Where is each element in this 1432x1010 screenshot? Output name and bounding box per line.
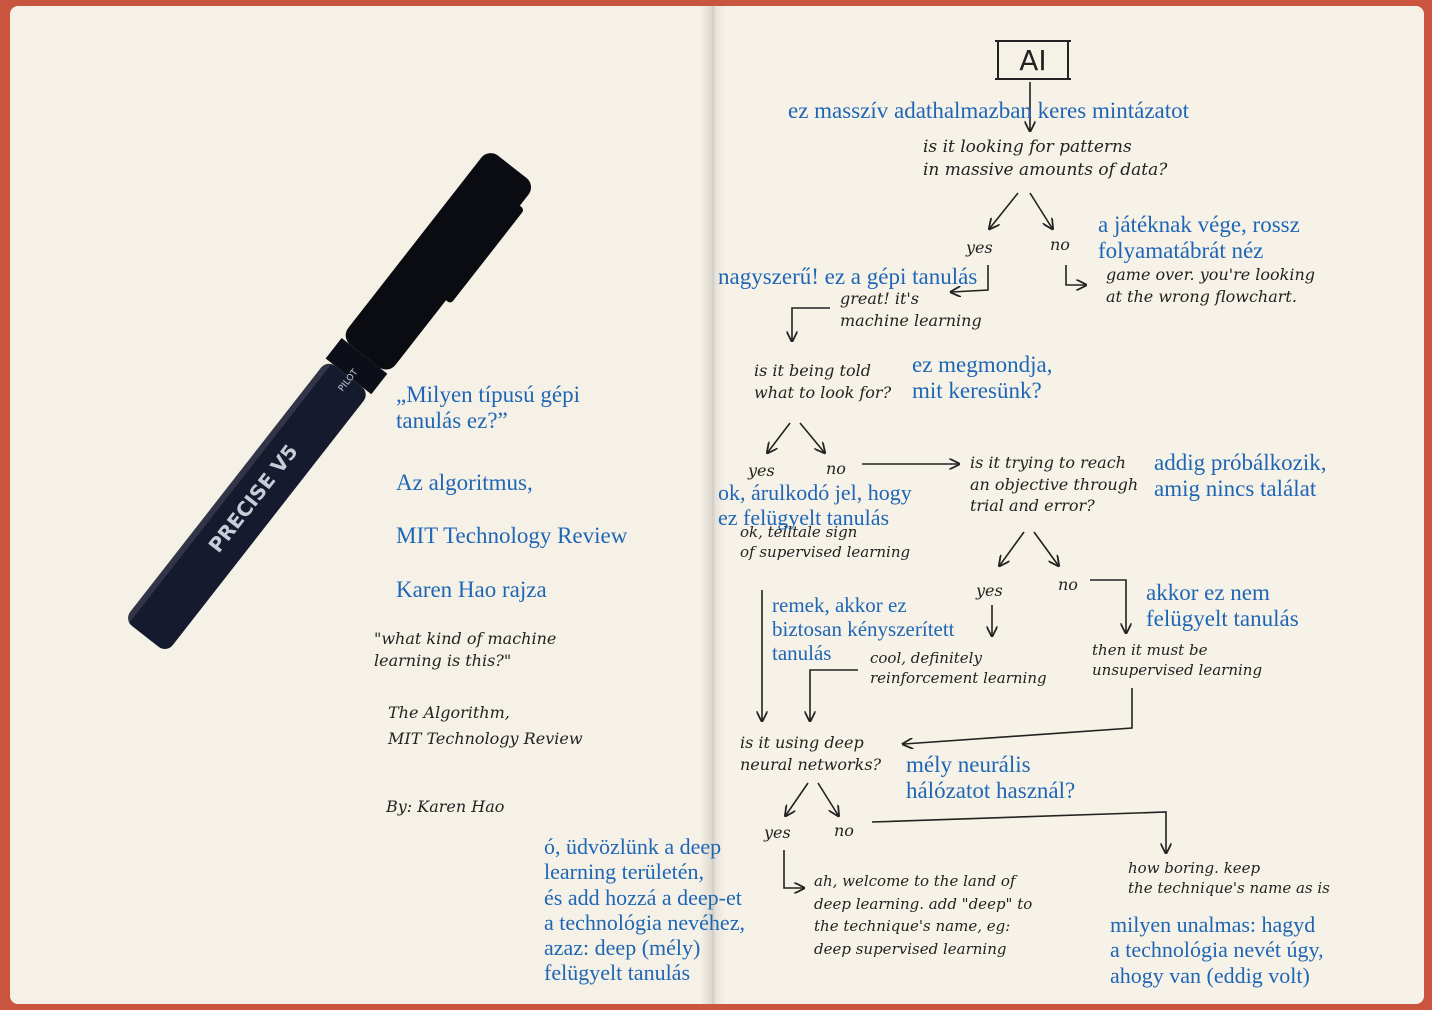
translation-credit-author: Karen Hao rajza — [396, 577, 547, 602]
edge-no-1: no — [1050, 235, 1070, 254]
edge-no-4: no — [834, 821, 854, 840]
translation-trial: addig próbálkozik, amig nincs találat — [1154, 450, 1327, 502]
root-label: AI — [1019, 43, 1047, 77]
translation-credit-source: MIT Technology Review — [396, 523, 628, 548]
edge-no-2: no — [826, 459, 846, 478]
edge-yes-3: yes — [976, 581, 1003, 600]
pen-clip — [444, 204, 523, 303]
credit-question: "what kind of machine learning is this?" — [374, 629, 557, 670]
pen-cap — [345, 153, 532, 370]
pen-grip-ring — [325, 338, 388, 395]
translation-reinforcement: remek, akkor ez biztosan kényszerített t… — [772, 593, 955, 666]
edge-no-3: no — [1058, 575, 1078, 594]
translation-credit-algorithm: Az algoritmus, — [396, 470, 533, 495]
node-machine-learning: great! it's machine learning — [840, 289, 982, 330]
translation-supervised: ok, árulkodó jel, hogy ez felügyelt tanu… — [718, 480, 912, 531]
pen-body — [128, 363, 366, 649]
edge-yes-2: yes — [748, 461, 775, 480]
credit-author: By: Karen Hao — [386, 797, 505, 816]
node-deep-learning: ah, welcome to the land of deep learning… — [814, 872, 1033, 958]
translation-deep-learning: ó, üdvözlünk a deep learning területén, … — [544, 834, 745, 986]
translation-game-over: a játéknak vége, rossz folyamatábrát néz — [1098, 212, 1300, 264]
translation-told: ez megmondja, mit keresünk? — [912, 352, 1053, 404]
translation-deep-question: mély neurális hálózatot használ? — [906, 752, 1076, 804]
node-patterns-question: is it looking for patterns in massive am… — [923, 137, 1168, 180]
node-trial-question: is it trying to reach an objective throu… — [970, 453, 1139, 516]
right-page — [712, 6, 1424, 1004]
translation-credit-question: „Milyen típusú gépi tanulás ez?” — [396, 382, 580, 434]
node-told-question: is it being told what to look for? — [754, 361, 892, 402]
translation-boring: milyen unalmas: hagyd a technológia nevé… — [1110, 912, 1324, 988]
translation-patterns: ez masszív adathalmazban keres mintázato… — [788, 98, 1190, 123]
node-supervised: ok, telltale sign of supervised learning — [740, 523, 911, 562]
node-deep-question: is it using deep neural networks? — [740, 733, 882, 774]
credit-source: The Algorithm, MIT Technology Review — [388, 703, 583, 748]
root-node-ai: AI — [995, 40, 1071, 80]
edge-yes-4: yes — [764, 823, 791, 842]
node-unsupervised: then it must be unsupervised learning — [1092, 641, 1263, 680]
translation-machine-learning: nagyszerű! ez a gépi tanulás — [718, 264, 978, 289]
node-game-over: game over. you're looking at the wrong f… — [1106, 265, 1316, 306]
book-gutter — [700, 6, 726, 1004]
edge-yes-1: yes — [966, 238, 993, 257]
node-boring: how boring. keep the technique's name as… — [1128, 859, 1330, 898]
translation-unsupervised: akkor ez nem felügyelt tanulás — [1146, 580, 1299, 632]
left-page — [10, 6, 712, 1004]
node-reinforcement: cool, definitely reinforcement learning — [870, 649, 1047, 688]
